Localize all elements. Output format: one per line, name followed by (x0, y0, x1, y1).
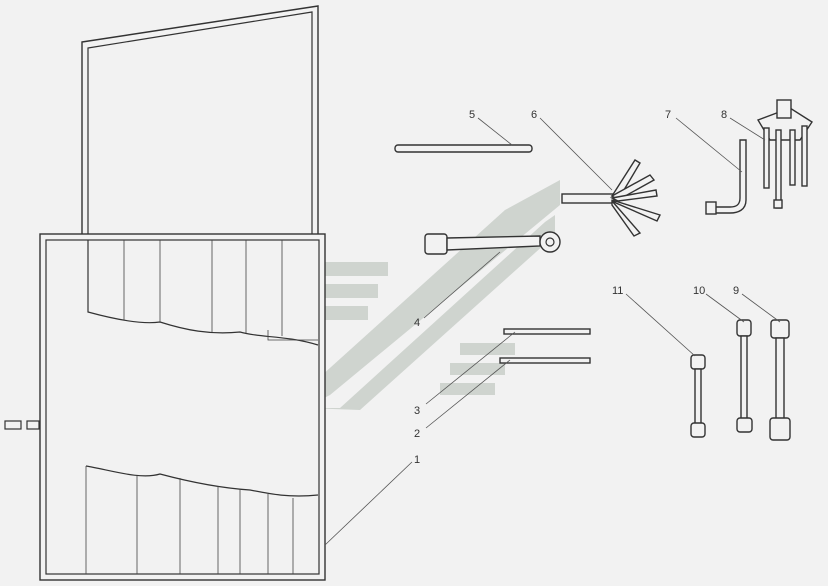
pin-long (503, 328, 591, 335)
callout-2: 2 (414, 428, 420, 440)
callout-5: 5 (469, 109, 475, 121)
callout-7: 7 (665, 109, 671, 121)
box-wrench (424, 231, 561, 255)
socket-wrench-medium (736, 319, 753, 433)
feeler-gauge (561, 159, 661, 237)
socket-wrench-small (690, 354, 706, 438)
pin-short (499, 357, 591, 364)
callout-10: 10 (693, 285, 705, 297)
callout-3: 3 (414, 405, 420, 417)
callout-11: 11 (612, 285, 623, 297)
callout-6: 6 (531, 109, 537, 121)
socket-wrench-large (769, 319, 791, 441)
hex-key (705, 139, 747, 215)
tool-bag (4, 5, 326, 581)
callout-1: 1 (414, 454, 420, 466)
callout-4: 4 (414, 317, 420, 329)
rod-tool (394, 144, 533, 153)
callout-labels: 5 6 7 8 4 3 2 1 11 10 9 (414, 109, 739, 466)
callout-9: 9 (733, 285, 739, 297)
leader-lines (324, 117, 781, 546)
callout-8: 8 (721, 109, 727, 121)
puller-tool (756, 99, 813, 209)
